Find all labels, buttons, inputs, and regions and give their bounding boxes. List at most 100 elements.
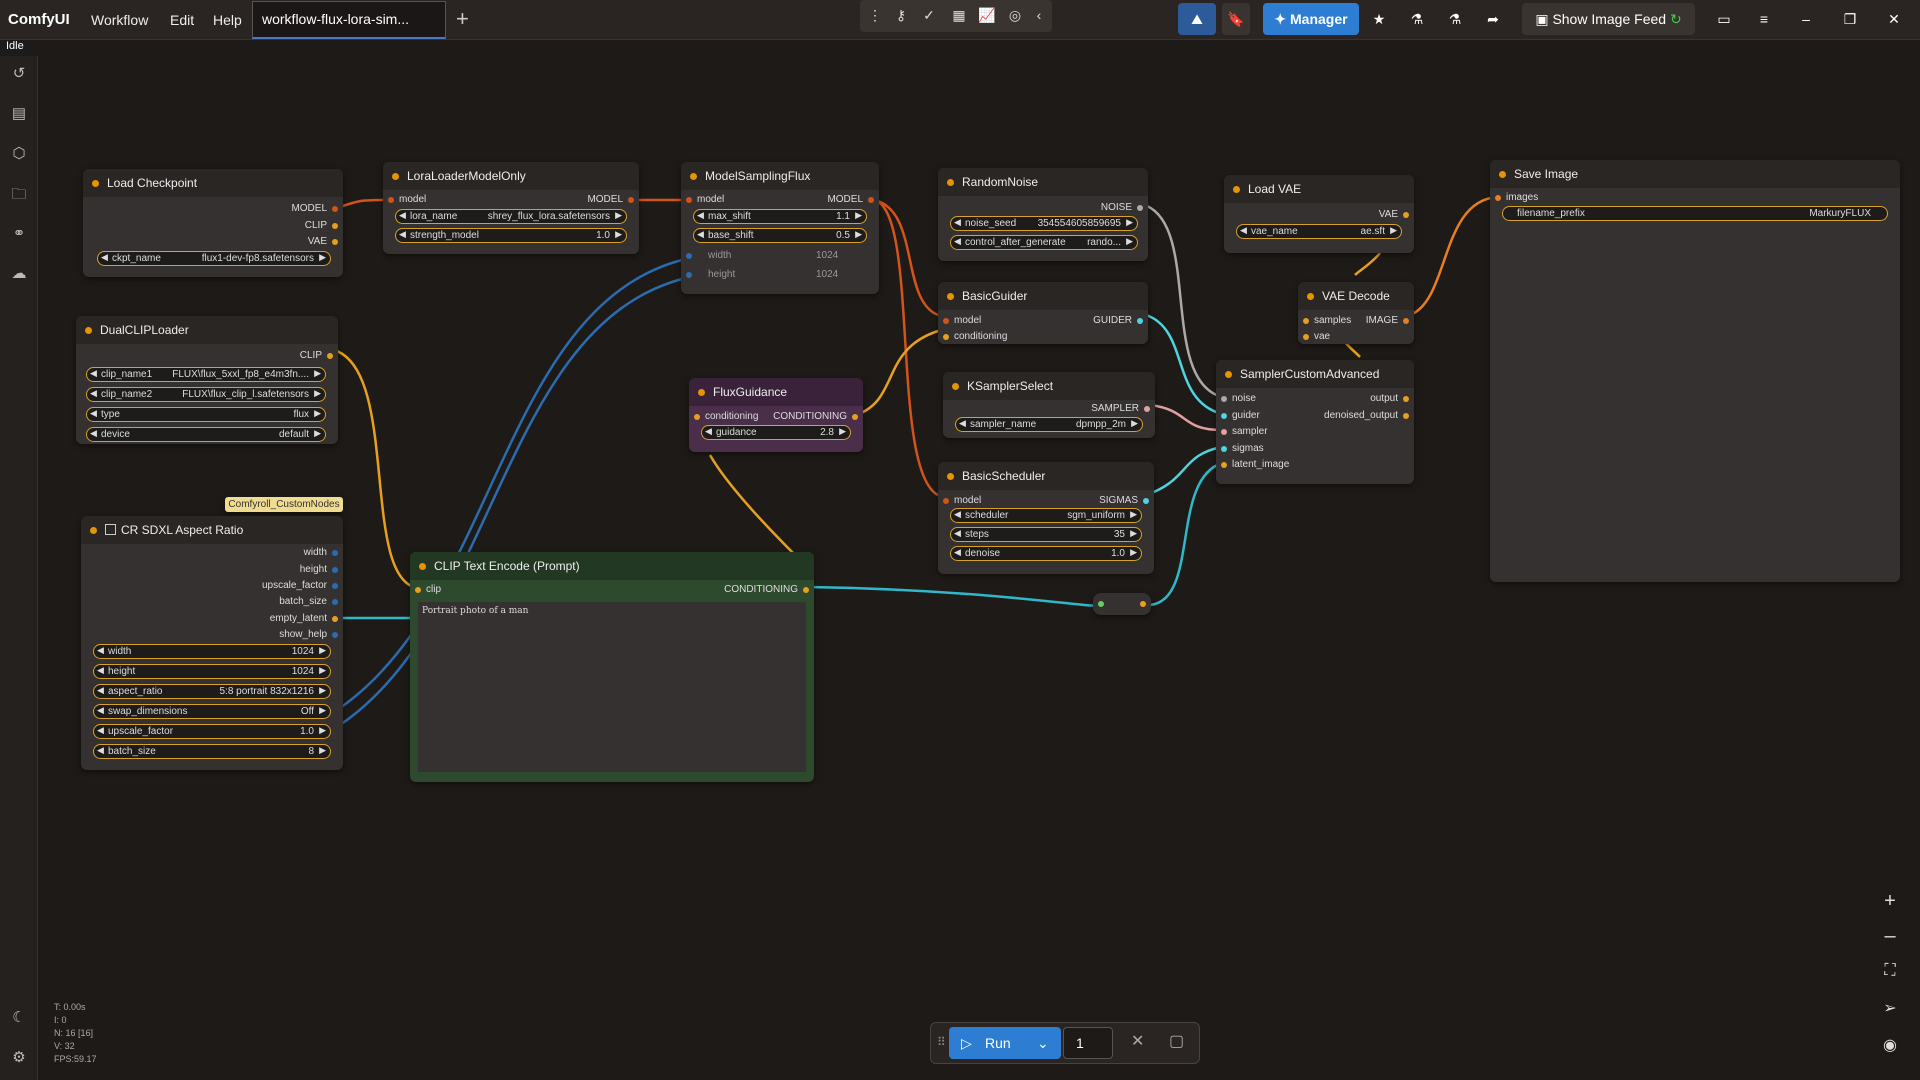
zoom-in-icon[interactable]: + [1884,890,1896,912]
output-image[interactable]: IMAGE [1365,315,1398,326]
model-icon[interactable]: ⚗ [1410,11,1424,27]
output-vae[interactable]: VAE [307,236,327,247]
theme-moon-icon[interactable]: ☾ [12,1009,26,1026]
node-library-icon[interactable]: ⚭ [12,225,26,242]
node-title[interactable]: CR SDXL Aspect Ratio [81,516,343,544]
reroute-dot[interactable] [1098,601,1104,607]
output-guider[interactable]: GUIDER [1093,315,1132,326]
chart-icon[interactable]: 📈 [978,7,996,23]
output-show-help[interactable]: show_help [279,629,327,640]
node-clip-text-encode[interactable]: CLIP Text Encode (Prompt) clip CONDITION… [410,552,814,782]
workflows-folder-icon[interactable]: 🗀 [11,186,27,203]
input-dot[interactable] [1221,413,1227,419]
node-title[interactable]: Load Checkpoint [83,169,343,197]
output-dot[interactable] [852,414,858,420]
input-model[interactable]: model [954,495,982,506]
node-title[interactable]: ModelSamplingFlux [681,162,879,190]
select-mode-icon[interactable]: ➢ [1883,1000,1897,1017]
node-title[interactable]: LoraLoaderModelOnly [383,162,639,190]
output-dot[interactable] [1403,413,1409,419]
input-dot[interactable] [1495,195,1501,201]
drag-handle-icon[interactable]: ⠿ [937,1035,946,1049]
queue-icon[interactable]: ▤ [11,105,27,122]
restore-icon[interactable]: ❐ [1843,11,1857,27]
output-noise[interactable]: NOISE [1100,202,1132,213]
node-title[interactable]: BasicScheduler [938,462,1154,490]
output-width[interactable]: width [303,547,327,558]
output-empty-latent[interactable]: empty_latent [269,613,327,624]
output-dot[interactable] [1144,406,1150,412]
input-model[interactable]: model [954,315,982,326]
output-conditioning[interactable]: CONDITIONING [773,411,847,422]
input-latent-image[interactable]: latent_image [1232,459,1290,470]
output-model[interactable]: MODEL [587,194,623,205]
model2-icon[interactable]: ⚗ [1448,11,1462,27]
more-vertical-icon[interactable]: ⋮ [868,7,882,23]
input-dot[interactable] [415,587,421,593]
hamburger-icon[interactable]: ≡ [1759,11,1769,27]
run-button[interactable]: ▷ Run ⌄ [949,1027,1061,1059]
input-width[interactable]: width [708,250,732,261]
output-dot[interactable] [1403,396,1409,402]
input-dot[interactable] [388,197,394,203]
menu-edit[interactable]: Edit [170,12,195,28]
output-dot[interactable] [868,197,874,203]
upload-icon[interactable]: ☁ [11,265,27,282]
output-dot[interactable] [332,206,338,212]
node-sampler-custom-advanced[interactable]: SamplerCustomAdvanced noise guider sampl… [1216,360,1414,484]
chevron-down-icon[interactable]: ⌄ [1037,1035,1049,1051]
history-icon[interactable]: ↺ [12,65,26,82]
bookmark-icon[interactable]: 🔖 [1222,3,1250,35]
input-dot[interactable] [686,253,692,259]
flux-icon-button[interactable]: ⛰ [1178,3,1216,35]
menu-help[interactable]: Help [213,12,242,28]
input-samples[interactable]: samples [1314,315,1352,326]
zoom-out-icon[interactable]: – [1884,925,1896,947]
input-sampler[interactable]: sampler [1232,426,1268,437]
app-logo[interactable]: ComfyUI [8,11,70,28]
node-title[interactable]: CLIP Text Encode (Prompt) [410,552,814,580]
node-flux-guidance[interactable]: FluxGuidance conditioning CONDITIONING ◀… [689,378,863,452]
stop-square-icon[interactable]: ▢ [1169,1033,1185,1050]
output-clip[interactable]: CLIP [304,220,327,231]
output-dot[interactable] [332,223,338,229]
reroute-dot[interactable] [1140,601,1146,607]
input-conditioning[interactable]: conditioning [954,331,1008,342]
workflow-tab[interactable]: workflow-flux-lora-sim... [252,1,446,39]
output-vae[interactable]: VAE [1378,209,1398,220]
share-icon[interactable]: ➦ [1487,11,1499,27]
input-guider[interactable]: guider [1232,410,1260,421]
model-library-icon[interactable]: ⬡ [12,145,26,162]
output-upscale-factor[interactable]: upscale_factor [261,580,327,591]
node-title[interactable]: Save Image [1490,160,1900,188]
output-model[interactable]: MODEL [827,194,863,205]
table-icon[interactable]: ▦ [952,7,966,23]
close-icon[interactable]: ✕ [1888,11,1900,27]
prompt-textarea[interactable]: Portrait photo of a man [418,602,806,772]
key-icon[interactable]: ⚷ [895,7,907,23]
input-dot[interactable] [1221,429,1227,435]
input-vae[interactable]: vae [1314,331,1331,342]
output-dot[interactable] [332,616,338,622]
output-height[interactable]: height [299,564,327,575]
node-title[interactable]: BasicGuider [938,282,1148,310]
minimize-icon[interactable]: – [1802,11,1810,27]
